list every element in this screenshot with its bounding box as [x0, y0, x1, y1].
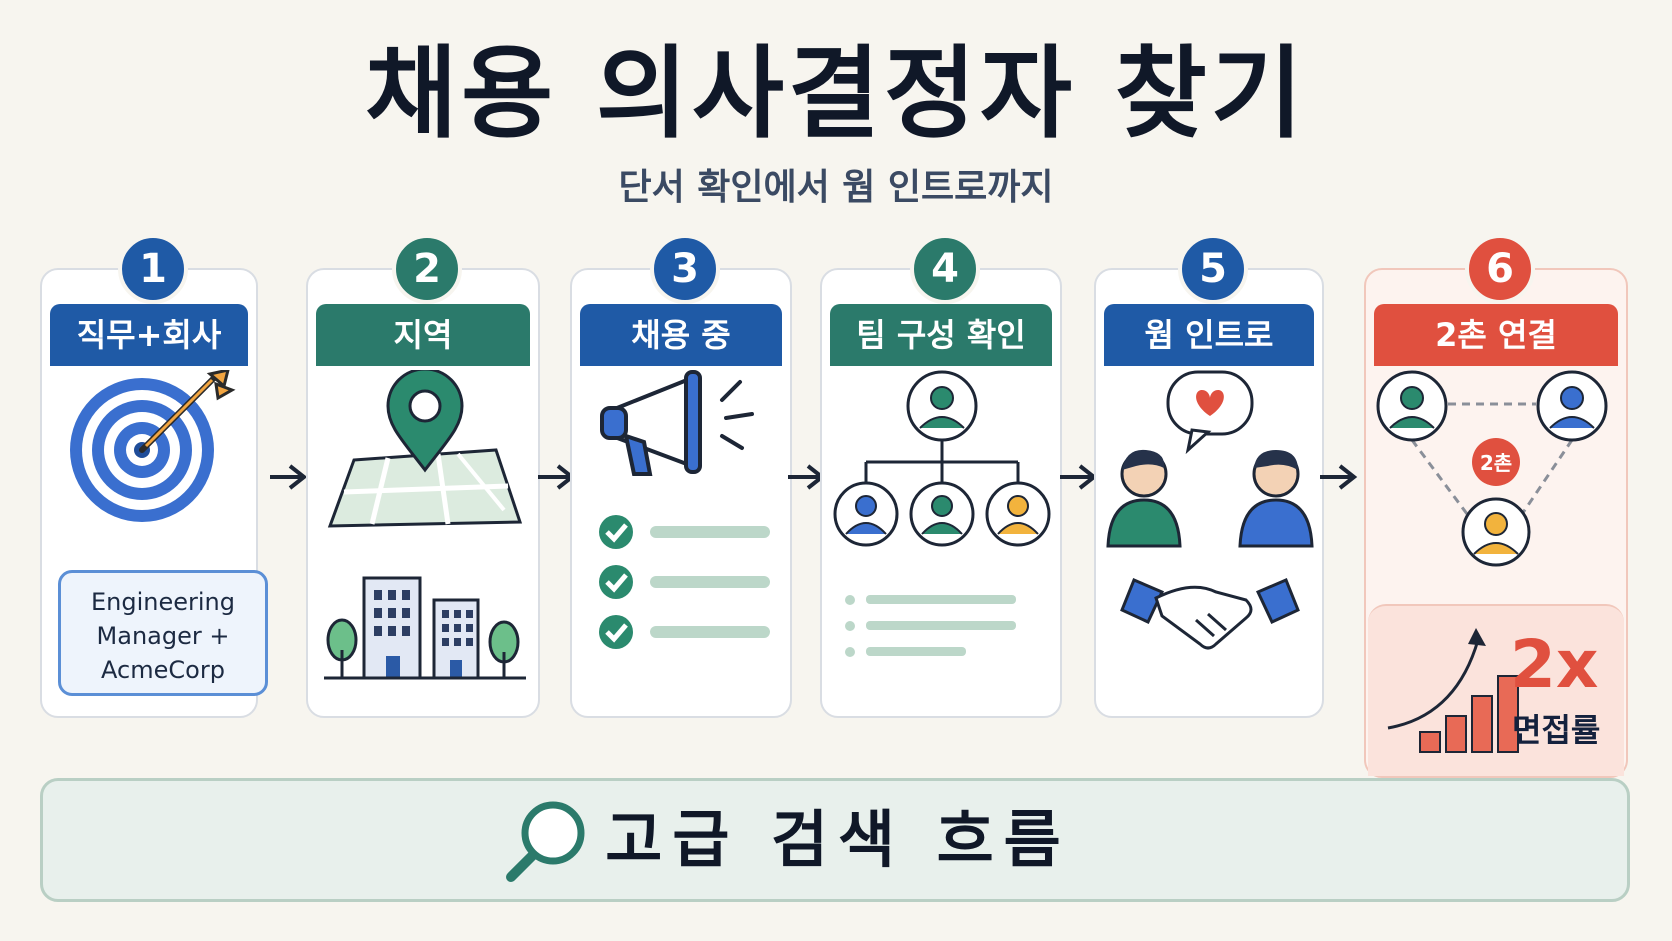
step-number-badge: 4: [910, 234, 980, 304]
buildings-icon: [324, 576, 526, 680]
arrow-right-icon: [270, 464, 308, 490]
handshake-icon: [1120, 578, 1300, 650]
growth-chart-icon: [1387, 628, 1519, 753]
step-card-2: 2 지역: [306, 234, 540, 718]
step-header: 2촌 연결: [1374, 304, 1618, 366]
role-company-chip: Engineering Manager + AcmeCorp: [58, 570, 268, 696]
step-card-6: 6 2촌 연결 2촌: [1364, 234, 1628, 778]
target-icon: [70, 370, 236, 522]
step-header: 직무+회사: [50, 304, 248, 366]
page-subtitle: 단서 확인에서 웜 인트로까지: [618, 167, 1054, 208]
step-card-5: 5 웜 인트로: [1094, 234, 1324, 718]
chip-line: Manager +: [96, 622, 230, 650]
two-people-talking-icon: [1106, 370, 1314, 548]
list-lines-icon: [845, 595, 1016, 657]
step-number-badge: 1: [118, 234, 188, 304]
second-degree-badge: 2촌: [1480, 451, 1512, 475]
stat-value: 2x: [1510, 626, 1599, 703]
chip-line: Engineering: [91, 588, 235, 616]
step-card-4: 4 팀 구성 확인: [820, 234, 1062, 718]
footer-label: 고급 검색 흐름: [605, 803, 1071, 876]
footer-banner: 고급 검색 흐름: [40, 778, 1630, 902]
step-card-1: 1 직무+회사 Engineering Manager + AcmeCorp: [40, 234, 268, 718]
stat-panel: [1368, 604, 1624, 776]
step-number-badge: 5: [1178, 234, 1248, 304]
arrow-right-icon: [1060, 464, 1098, 490]
step-number-badge: 3: [650, 234, 720, 304]
step-header: 채용 중: [580, 304, 782, 366]
megaphone-icon: [600, 370, 754, 476]
map-pin-icon: [327, 370, 523, 528]
page-title: 채용 의사결정자 찾기: [365, 35, 1307, 152]
step-header: 팀 구성 확인: [830, 304, 1052, 366]
step-card-3: 3 채용 중: [570, 234, 792, 718]
arrow-right-icon: [1320, 464, 1358, 490]
chip-line: AcmeCorp: [101, 656, 225, 684]
stat-label: 면접률: [1512, 711, 1601, 749]
step-header: 지역: [316, 304, 530, 366]
team-org-chart-icon: [833, 370, 1051, 547]
checklist-icon: [599, 515, 770, 649]
step-number-badge: 6: [1465, 234, 1535, 304]
step-number-badge: 2: [392, 234, 462, 304]
magnifier-icon: [506, 801, 585, 882]
step-header: 웜 인트로: [1104, 304, 1314, 366]
network-connection-icon: 2촌: [1376, 370, 1608, 567]
